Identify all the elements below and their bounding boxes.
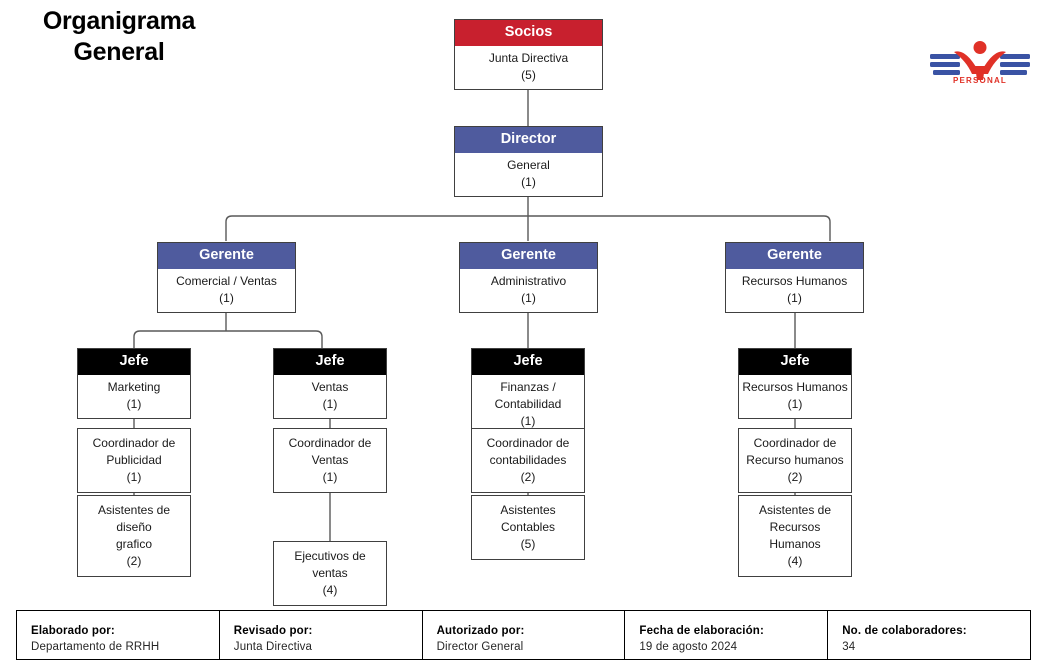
node-gerente-comercial-body: Comercial / Ventas (1) [176,274,277,306]
logo-mark-icon [930,41,1030,80]
node-ejecutivos-ventas[interactable]: Ejecutivos de ventas (4) [273,541,387,607]
node-jefe-marketing-header: Jefe [78,349,190,376]
footer-cell-fecha-elaboracion: Fecha de elaboración: 19 de agosto 2024 [625,611,829,659]
node-gerente-rrhh[interactable]: Gerente Recursos Humanos (1) [725,242,864,314]
node-asistentes-diseno-grafico-body: Asistentes de diseño grafico (2) [97,503,171,569]
node-director-general[interactable]: Director General (1) [454,126,603,198]
footer-value-elaborado-por: Departamento de RRHH [31,641,160,654]
footer-label-revisado-por: Revisado por: [233,625,313,637]
node-gerente-rrhh-header: Gerente [726,243,863,270]
node-jefe-finanzas-body: Finanzas / Contabilidad (1) [494,380,562,429]
node-asistentes-contables[interactable]: Asistentes Contables (5) [471,495,585,561]
node-socios[interactable]: Socios Junta Directiva (5) [454,19,603,91]
node-coordinador-contabilidades[interactable]: Coordinador de contabilidades (2) [471,428,585,494]
node-coordinador-publicidad[interactable]: Coordinador de Publicidad (1) [77,428,191,494]
node-gerente-administrativo-body: Administrativo (1) [490,274,567,306]
node-gerente-administrativo[interactable]: Gerente Administrativo (1) [459,242,598,314]
footer-value-no-colaboradores: 34 [842,641,856,654]
page-title-line-1: Organigrama [42,7,196,35]
footer-value-revisado-por: Junta Directiva [233,641,313,654]
node-jefe-ventas[interactable]: Jefe Ventas (1) [273,348,387,420]
node-gerente-comercial-header: Gerente [158,243,295,270]
node-jefe-rrhh-body: Recursos Humanos (1) [742,380,848,412]
node-asistentes-contables-body: Asistentes Contables (5) [500,503,556,552]
node-asistentes-rrhh[interactable]: Asistentes de Recursos Humanos (4) [738,495,852,578]
footer-value-autorizado-por: Director General [436,641,524,654]
footer-cell-elaborado-por: Elaborado por: Departamento de RRHH [17,611,220,659]
node-jefe-rrhh[interactable]: Jefe Recursos Humanos (1) [738,348,852,420]
node-jefe-rrhh-header: Jefe [739,349,851,376]
footer-metadata-table: Elaborado por: Departamento de RRHH Revi… [16,610,1031,660]
node-jefe-finanzas[interactable]: Jefe Finanzas / Contabilidad (1) [471,348,585,437]
footer-cell-no-colaboradores: No. de colaboradores: 34 [828,611,1030,659]
node-coordinador-publicidad-body: Coordinador de Publicidad (1) [92,436,176,485]
node-socios-header: Socios [455,20,602,47]
footer-label-no-colaboradores: No. de colaboradores: [842,625,967,637]
company-logo: PERSONAL [928,40,1032,92]
node-jefe-marketing-body: Marketing (1) [107,380,161,412]
node-asistentes-diseno-grafico[interactable]: Asistentes de diseño grafico (2) [77,495,191,578]
connector-comercial-children-bus [133,330,323,348]
node-gerente-rrhh-body: Recursos Humanos (1) [741,274,848,306]
node-coordinador-rrhh[interactable]: Coordinador de Recurso humanos (2) [738,428,852,494]
node-director-body: General (1) [507,158,550,190]
node-asistentes-rrhh-body: Asistentes de Recursos Humanos (4) [758,503,832,569]
node-socios-body: Junta Directiva (5) [488,51,569,83]
node-coordinador-ventas[interactable]: Coordinador de Ventas (1) [273,428,387,494]
node-coordinador-contabilidades-body: Coordinador de contabilidades (2) [486,436,570,485]
node-jefe-finanzas-header: Jefe [472,349,584,376]
node-jefe-marketing[interactable]: Jefe Marketing (1) [77,348,191,420]
connector-gerentes-bus [225,215,831,241]
logo-wordmark: PERSONAL [952,76,1008,85]
node-jefe-ventas-body: Ventas (1) [311,380,349,412]
node-coordinador-ventas-body: Coordinador de Ventas (1) [288,436,372,485]
node-coordinador-rrhh-body: Coordinador de Recurso humanos (2) [746,436,844,485]
footer-cell-revisado-por: Revisado por: Junta Directiva [220,611,423,659]
page-title: Organigrama General [14,6,224,69]
footer-value-fecha-elaboracion: 19 de agosto 2024 [639,641,738,654]
page-title-line-2: General [73,38,165,67]
footer-label-fecha-elaboracion: Fecha de elaboración: [639,625,764,637]
footer-cell-autorizado-por: Autorizado por: Director General [423,611,626,659]
node-ejecutivos-ventas-body: Ejecutivos de ventas (4) [294,549,366,598]
node-jefe-ventas-header: Jefe [274,349,386,376]
node-gerente-administrativo-header: Gerente [460,243,597,270]
node-gerente-comercial[interactable]: Gerente Comercial / Ventas (1) [157,242,296,314]
footer-label-elaborado-por: Elaborado por: [31,625,115,637]
node-director-header: Director [455,127,602,154]
footer-label-autorizado-por: Autorizado por: [436,625,525,637]
